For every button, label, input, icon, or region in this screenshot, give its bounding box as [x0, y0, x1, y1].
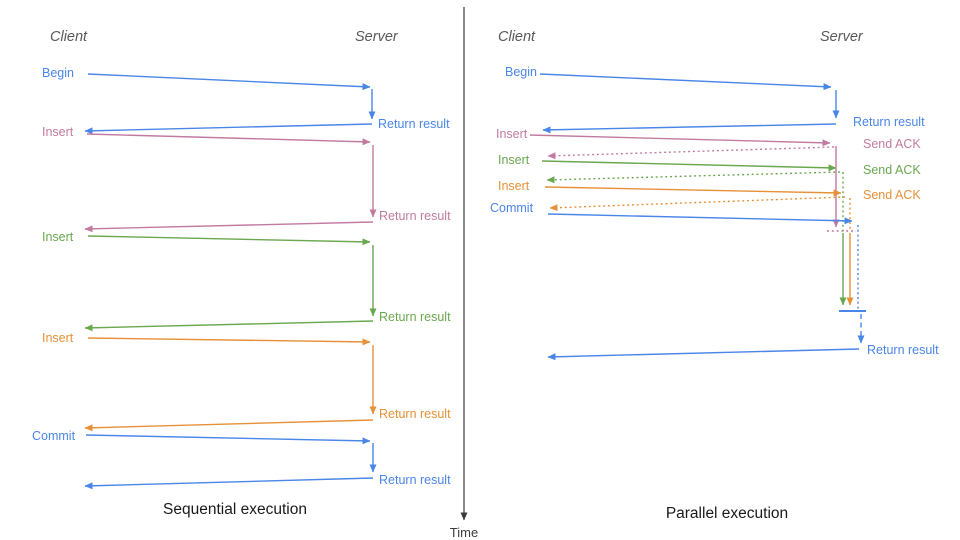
- begin-return-arrow: [84, 123, 373, 135]
- panel-title-parallel: Parallel execution: [666, 505, 788, 522]
- insert-1-request-arrow: [86, 133, 371, 146]
- begin-label: Begin: [505, 65, 537, 79]
- send-ack-3-label: Send ACK: [863, 188, 921, 202]
- begin-request-arrow: [87, 73, 371, 91]
- insert-1-return-arrow: [84, 221, 374, 233]
- return-result-4-label: Return result: [379, 407, 451, 421]
- return-result-3-label: Return result: [379, 310, 451, 324]
- commit-return-arrow: [547, 348, 860, 361]
- begin-label: Begin: [42, 66, 74, 80]
- time-axis-label: Time: [450, 525, 478, 540]
- return-result-1-label: Return result: [853, 115, 925, 129]
- insert-3-label: Insert: [498, 179, 530, 193]
- commit-label: Commit: [490, 201, 534, 215]
- insert-1-label: Insert: [42, 125, 74, 139]
- insert-1-request-arrow: [529, 134, 831, 147]
- client-header: Client: [498, 29, 536, 45]
- return-result-1-label: Return result: [378, 117, 450, 131]
- commit-request-arrow: [85, 434, 371, 445]
- insert-3-ack-arrow: [549, 196, 846, 212]
- insert-2-label: Insert: [498, 153, 530, 167]
- insert-2-request-arrow: [87, 235, 371, 246]
- insert-2-label: Insert: [42, 230, 74, 244]
- return-result-2-label: Return result: [379, 209, 451, 223]
- client-header: Client: [50, 29, 88, 45]
- send-ack-1-label: Send ACK: [863, 137, 921, 151]
- insert-3-label: Insert: [42, 331, 74, 345]
- send-ack-2-label: Send ACK: [863, 163, 921, 177]
- commit-label: Commit: [32, 429, 76, 443]
- begin-request-arrow: [539, 73, 832, 91]
- return-result-5-label: Return result: [379, 473, 451, 487]
- insert-2-request-arrow: [541, 160, 837, 172]
- begin-return-arrow: [542, 123, 837, 134]
- insert-2-return-arrow: [84, 320, 374, 332]
- insert-3-request-arrow: [544, 186, 842, 197]
- insert-2-ack-arrow: [546, 171, 841, 184]
- insert-1-label: Insert: [496, 127, 528, 141]
- return-result-2-label: Return result: [867, 343, 939, 357]
- insert-3-return-arrow: [84, 419, 374, 432]
- server-header: Server: [820, 29, 864, 45]
- panel-title-sequential: Sequential execution: [163, 501, 307, 518]
- commit-return-arrow: [84, 477, 374, 490]
- insert-3-request-arrow: [87, 337, 371, 346]
- commit-request-arrow: [547, 213, 853, 225]
- server-header: Server: [355, 29, 399, 45]
